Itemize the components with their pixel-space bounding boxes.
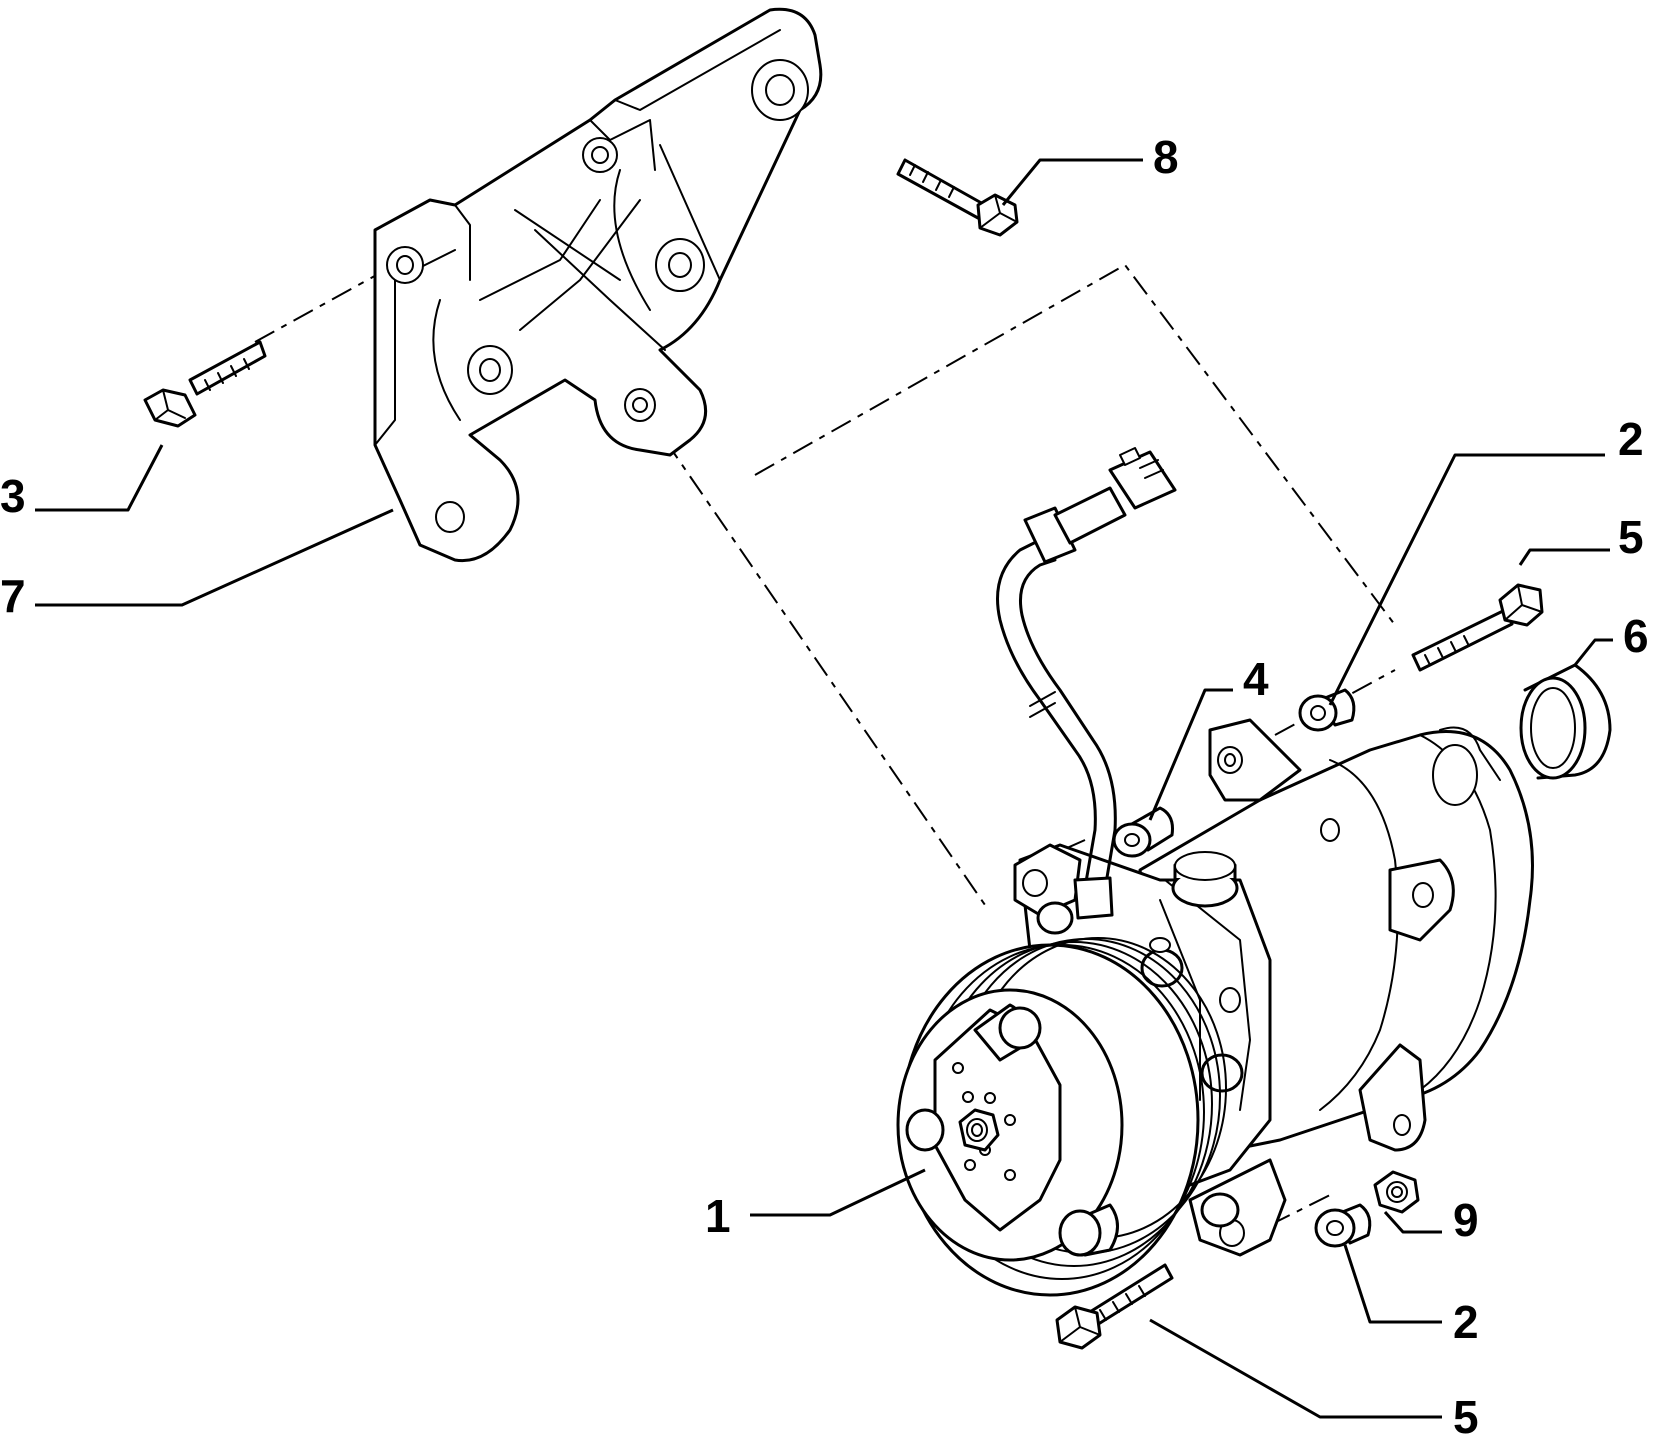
callout-5-top: 5 — [1618, 511, 1644, 563]
ac-compressor — [896, 447, 1534, 1297]
nut-9 — [1373, 1170, 1420, 1214]
electrical-lead — [996, 447, 1177, 920]
callout-4: 4 — [1243, 653, 1269, 705]
bushing-2-lower — [1314, 1203, 1372, 1248]
bolt-5-upper — [1411, 583, 1544, 672]
callout-2-bottom: 2 — [1453, 1296, 1479, 1348]
callout-6: 6 — [1623, 610, 1649, 662]
callout-3: 3 — [0, 470, 26, 522]
callout-5-bottom: 5 — [1453, 1391, 1479, 1436]
bolt-5-lower — [1055, 1263, 1174, 1350]
bushing-2-upper — [1298, 688, 1356, 732]
callout-8: 8 — [1153, 131, 1179, 183]
bolt-8 — [896, 158, 1019, 237]
mounting-bracket — [373, 7, 823, 563]
callout-7: 7 — [0, 570, 26, 622]
callout-1: 1 — [705, 1190, 731, 1242]
leader-lines — [35, 158, 1613, 1419]
bushing-4 — [1112, 806, 1174, 858]
callout-9: 9 — [1453, 1194, 1479, 1246]
callout-2-top: 2 — [1618, 413, 1644, 465]
clutch-pulley — [896, 937, 1227, 1297]
housing-bolts — [1036, 901, 1244, 1228]
callout-labels: 1 2 2 3 4 5 5 6 7 8 9 — [0, 131, 1649, 1436]
cap-6 — [1519, 663, 1612, 780]
bolt-3 — [143, 340, 267, 428]
